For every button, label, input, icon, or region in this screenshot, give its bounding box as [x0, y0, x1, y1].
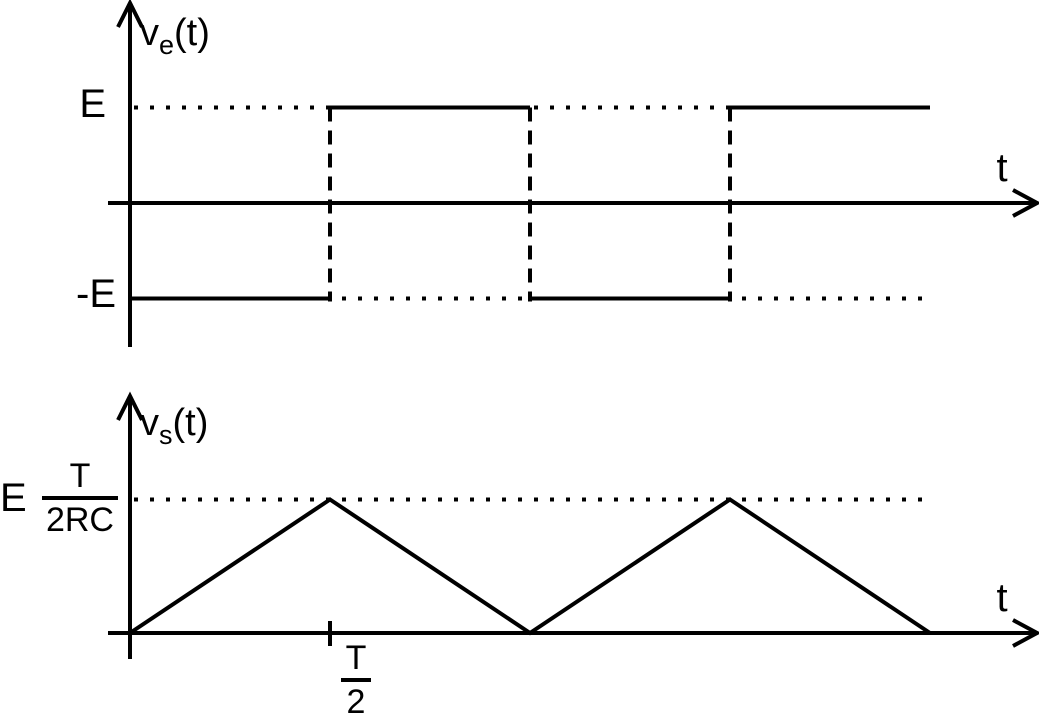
- peak-label-denominator: 2RC: [41, 496, 118, 540]
- top-y-axis-label-subscript: e: [159, 30, 175, 60]
- top-y-axis-arrowhead: [116, 0, 144, 28]
- bottom-y-axis-label-base: v: [140, 402, 159, 444]
- bottom-y-axis-label-subscript: s: [159, 420, 173, 450]
- half-period-denominator: 2: [340, 678, 372, 721]
- top-x-axis-label: t: [996, 146, 1008, 190]
- bottom-peak-level-label: E T 2RC: [0, 456, 118, 540]
- bottom-y-axis-label: vs(t): [140, 404, 208, 449]
- top-y-axis-label-rest: (t): [174, 12, 210, 54]
- bottom-y-axis-label-rest: (t): [172, 402, 209, 444]
- peak-label-coefficient: E: [0, 476, 27, 521]
- peak-label-numerator: T: [69, 457, 91, 495]
- half-period-fraction: T 2: [340, 638, 372, 721]
- top-upper-level-label: E: [79, 82, 106, 126]
- bottom-y-axis-arrowhead: [116, 391, 144, 421]
- top-y-axis-label-base: v: [140, 12, 159, 54]
- peak-label-fraction: T 2RC: [41, 456, 118, 540]
- triangle-wave: [128, 497, 932, 636]
- half-period-numerator: T: [345, 639, 367, 677]
- top-x-axis-arrowhead: [1012, 188, 1039, 218]
- top-y-axis-label: ve(t): [140, 14, 210, 59]
- bottom-half-period-tick-label: T 2: [330, 638, 382, 721]
- bottom-x-axis-arrowhead: [1012, 618, 1039, 648]
- top-lower-level-label: -E: [76, 272, 116, 316]
- bottom-x-axis-label: t: [996, 576, 1008, 620]
